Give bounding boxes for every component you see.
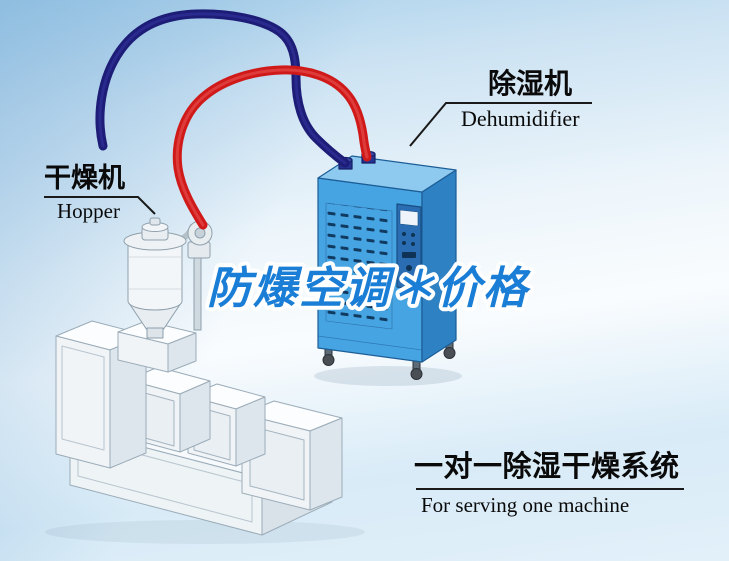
cabinet-right-side <box>309 417 343 511</box>
cabinet-mid-side <box>235 396 266 467</box>
watermark-text: 防爆空调＊价格 <box>207 264 531 313</box>
extruder-illustration <box>45 320 365 544</box>
cabinet-left-door <box>61 345 105 451</box>
underline-dehumidifier <box>409 102 592 147</box>
hopper-cap-knob <box>149 217 161 226</box>
red-hose <box>172 65 372 230</box>
cabinet-small-side <box>179 380 211 453</box>
blower-hub <box>194 227 206 239</box>
dehumidifier-illustration <box>314 150 462 386</box>
underline-dryer <box>44 196 156 215</box>
control-panel <box>396 203 422 291</box>
system-label-en: For serving one machine <box>421 493 630 517</box>
hopper-outlet-tube <box>146 327 164 339</box>
system-label-cn: 一对一除湿干燥系统 <box>414 451 680 483</box>
pointer-lines <box>44 102 684 490</box>
hopper-body <box>127 242 183 311</box>
dehumidifier-label-cn: 除湿机 <box>488 68 573 99</box>
dryer-label-cn: 干燥机 <box>44 163 125 193</box>
cabinet-left-front <box>55 335 111 469</box>
dehumidifier-label-en: Dehumidifier <box>461 106 580 131</box>
extruder-shadow <box>45 520 365 544</box>
hopper-illustration <box>123 217 213 339</box>
panel-display <box>399 209 419 227</box>
bed-front-panel <box>77 437 253 523</box>
dehumidifier-shadow <box>314 366 462 386</box>
dehumidifier-base-seam <box>317 335 423 351</box>
dryer-label-en: Hopper <box>57 199 120 223</box>
inlet-box-side <box>167 332 197 373</box>
navy-hose <box>95 9 350 168</box>
vent-grid <box>325 202 393 330</box>
